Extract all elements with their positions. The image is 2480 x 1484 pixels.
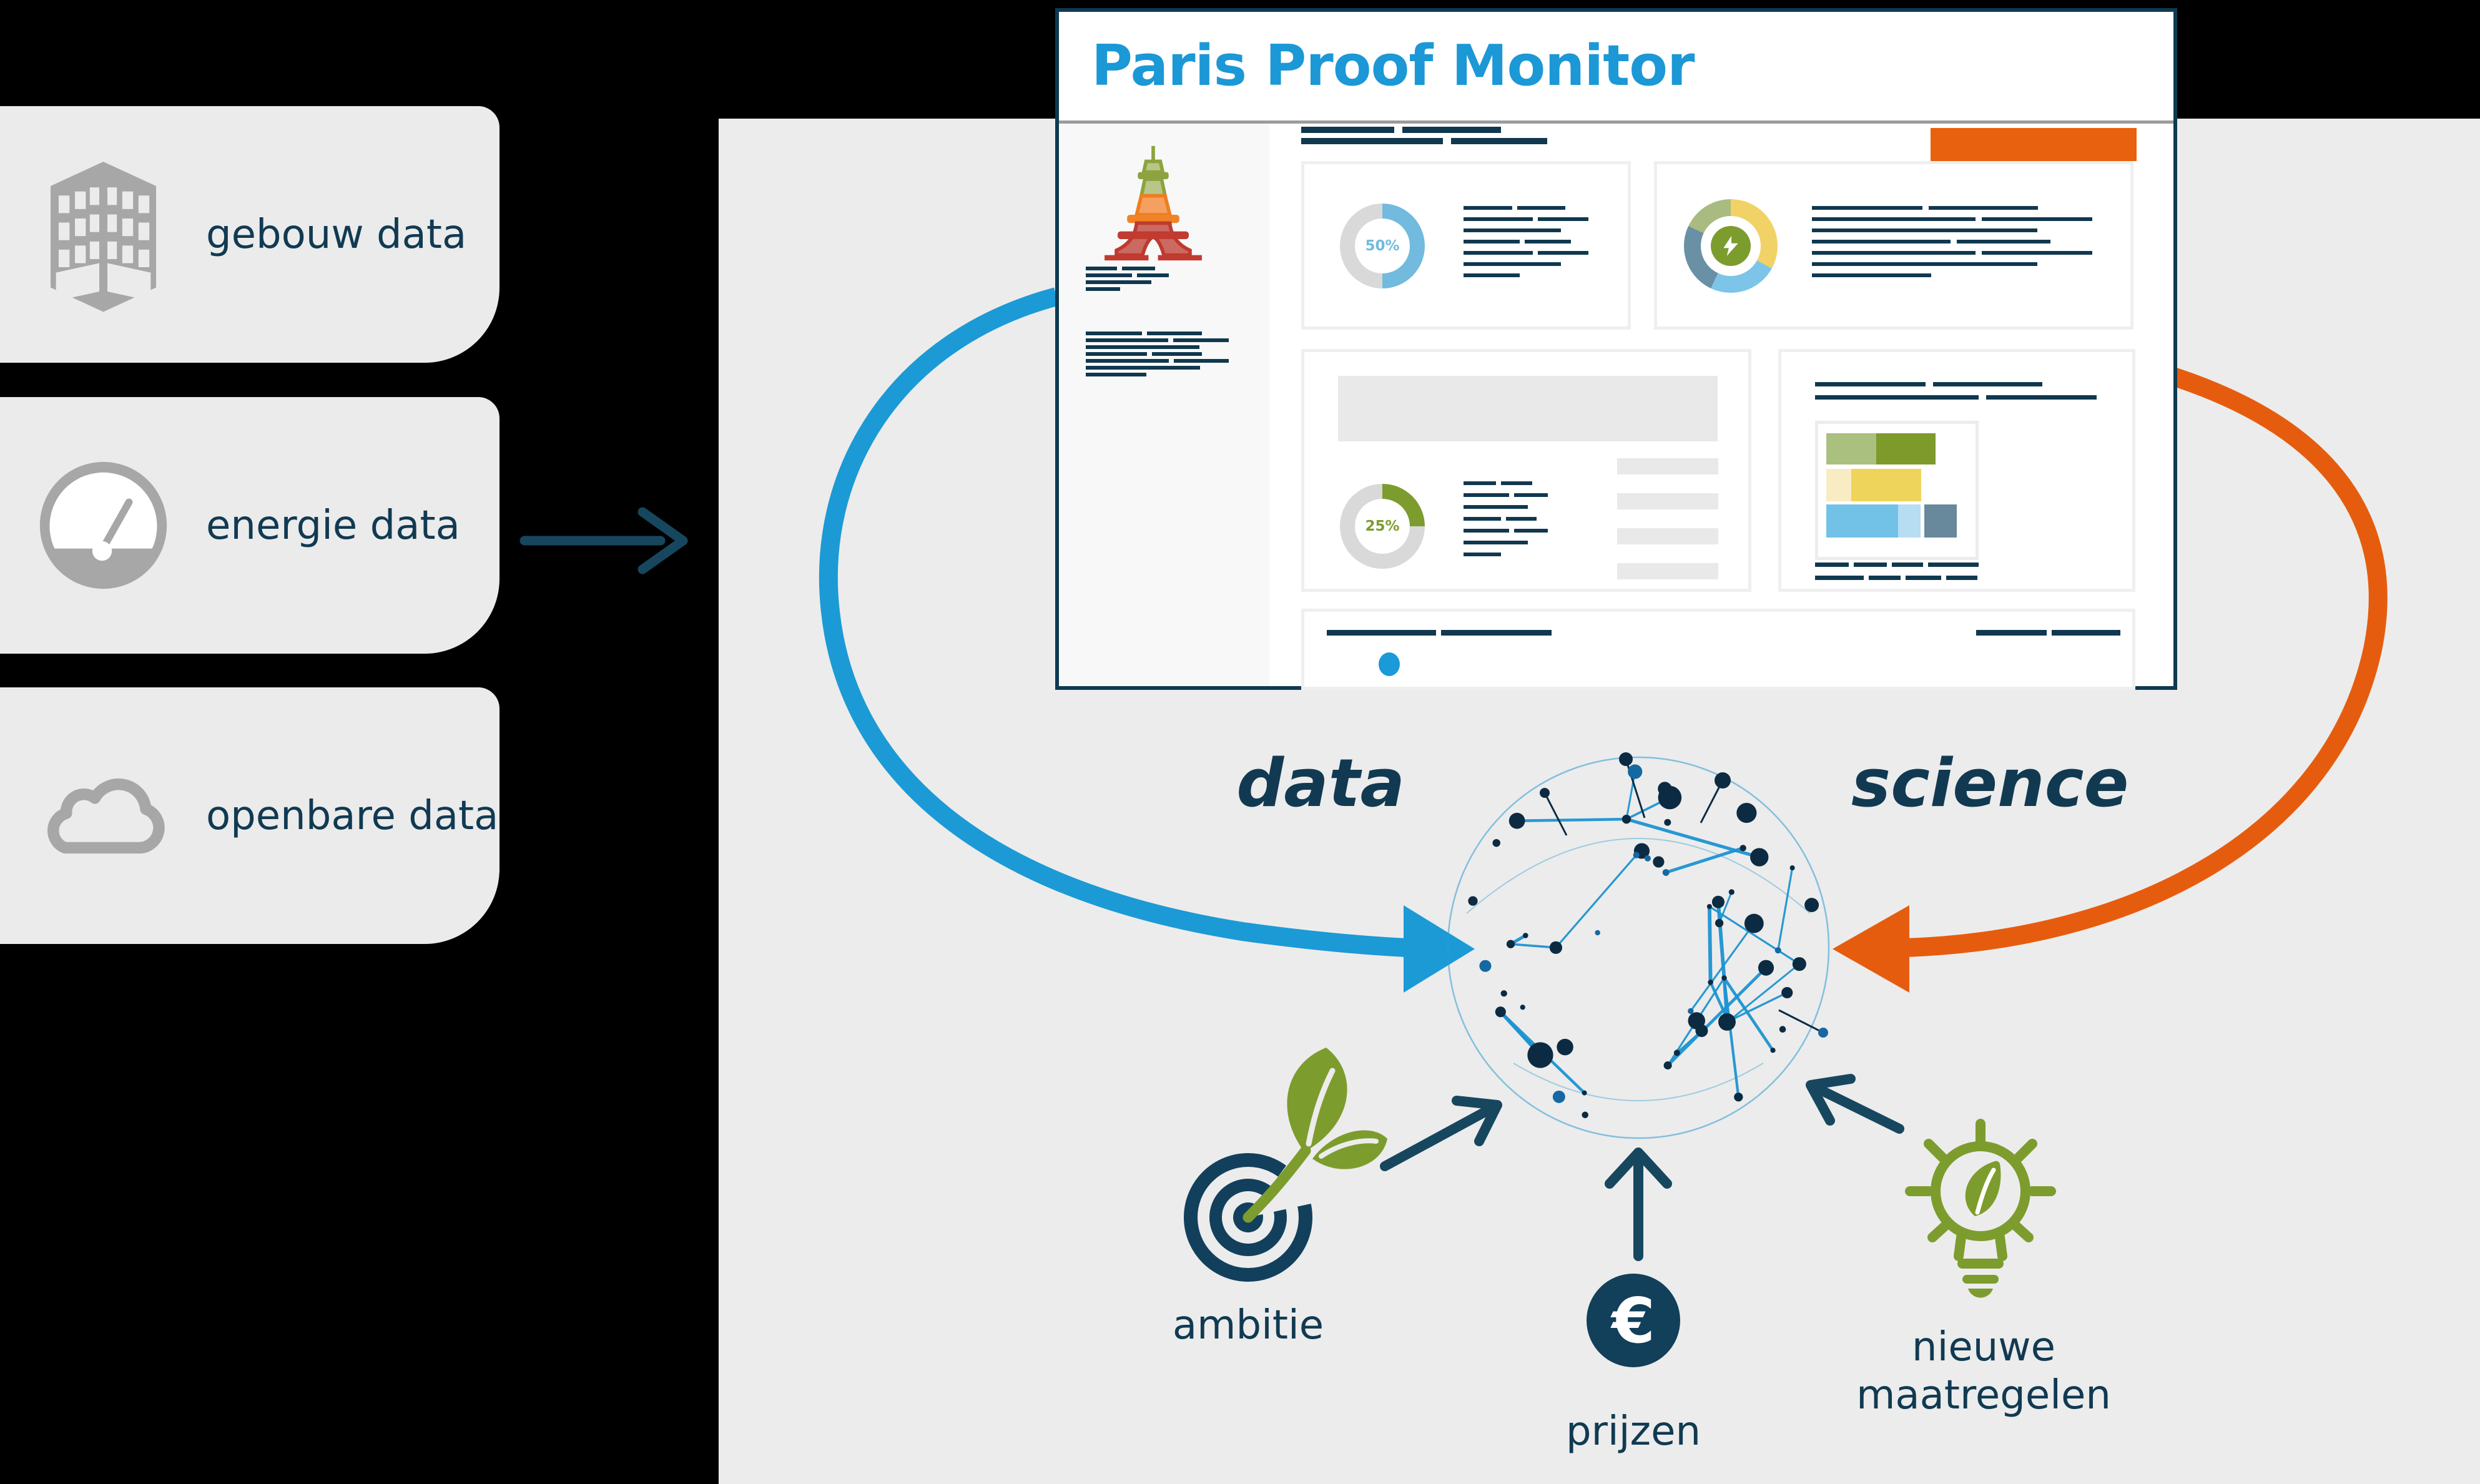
orange-button xyxy=(1931,128,2137,161)
energy-bolt-icon xyxy=(1711,226,1751,266)
card-energy-donut xyxy=(1654,161,2133,330)
paris-proof-monitor-window: Paris Proof Monitor xyxy=(1055,8,2177,690)
network-sphere xyxy=(1439,748,1838,1147)
placeholder-text-lines xyxy=(1815,382,2104,408)
quarter-donut-value: 25% xyxy=(1355,499,1410,554)
placeholder-text-lines xyxy=(1812,206,2099,285)
blue-dot-icon xyxy=(1379,652,1400,676)
placeholder-text-lines xyxy=(1464,206,1593,285)
window-body: 50% xyxy=(1059,124,2173,690)
energy-donut-chart xyxy=(1684,199,1778,293)
source-label: openbare data xyxy=(206,792,499,839)
cloud-icon xyxy=(0,764,206,867)
source-box-gebouw-data: gebouw data xyxy=(0,106,499,363)
half-donut-value: 50% xyxy=(1355,219,1410,273)
source-box-energie-data: energie data xyxy=(0,397,499,654)
placeholder-text-lines xyxy=(1976,630,2125,642)
prijzen-label: prijzen xyxy=(1565,1408,1701,1455)
source-label: energie data xyxy=(206,502,460,549)
target-leaf-icon xyxy=(1184,1048,1387,1282)
card-half-donut: 50% xyxy=(1301,161,1631,330)
bulb-leaf-icon xyxy=(1905,1119,2056,1298)
placeholder-text-lines xyxy=(1464,481,1553,564)
data-word: data xyxy=(1236,745,1405,822)
window-title: Paris Proof Monitor xyxy=(1091,33,1695,99)
euro-coin-icon: € xyxy=(1587,1274,1680,1367)
card-quarter-donut: 25% xyxy=(1301,349,1751,592)
source-label: gebouw data xyxy=(206,211,467,258)
placeholder-text-lines xyxy=(1086,332,1234,380)
half-donut-chart: 50% xyxy=(1340,204,1425,288)
ambitie-label: ambitie xyxy=(1172,1302,1324,1349)
placeholder-text-lines xyxy=(1815,563,1984,589)
building-icon xyxy=(0,154,206,316)
eiffel-tower-icon xyxy=(1105,145,1202,261)
window-header: Paris Proof Monitor xyxy=(1059,12,2173,120)
placeholder-text-lines xyxy=(1327,630,1557,642)
dashboard-sidebar xyxy=(1059,124,1269,686)
source-box-openbare-data: openbare data xyxy=(0,687,499,944)
quarter-donut-chart: 25% xyxy=(1340,484,1425,569)
nieuwe-maatregelen-label: nieuwe maatregelen xyxy=(1856,1324,2111,1418)
placeholder-heading-lines xyxy=(1301,127,1555,149)
card-bar-chart xyxy=(1778,349,2135,592)
placeholder-text-lines xyxy=(1086,267,1174,294)
sources-arrow-icon xyxy=(519,507,688,574)
card-bottom-strip xyxy=(1301,609,2135,690)
header-separator xyxy=(1059,120,2173,124)
stacked-bar-chart xyxy=(1815,421,1979,560)
euro-symbol: € xyxy=(1612,1284,1655,1357)
placeholder-banner xyxy=(1338,376,1718,441)
science-word: science xyxy=(1851,745,2129,822)
dashboard-main: 50% xyxy=(1269,124,2173,690)
gauge-icon xyxy=(0,458,206,592)
